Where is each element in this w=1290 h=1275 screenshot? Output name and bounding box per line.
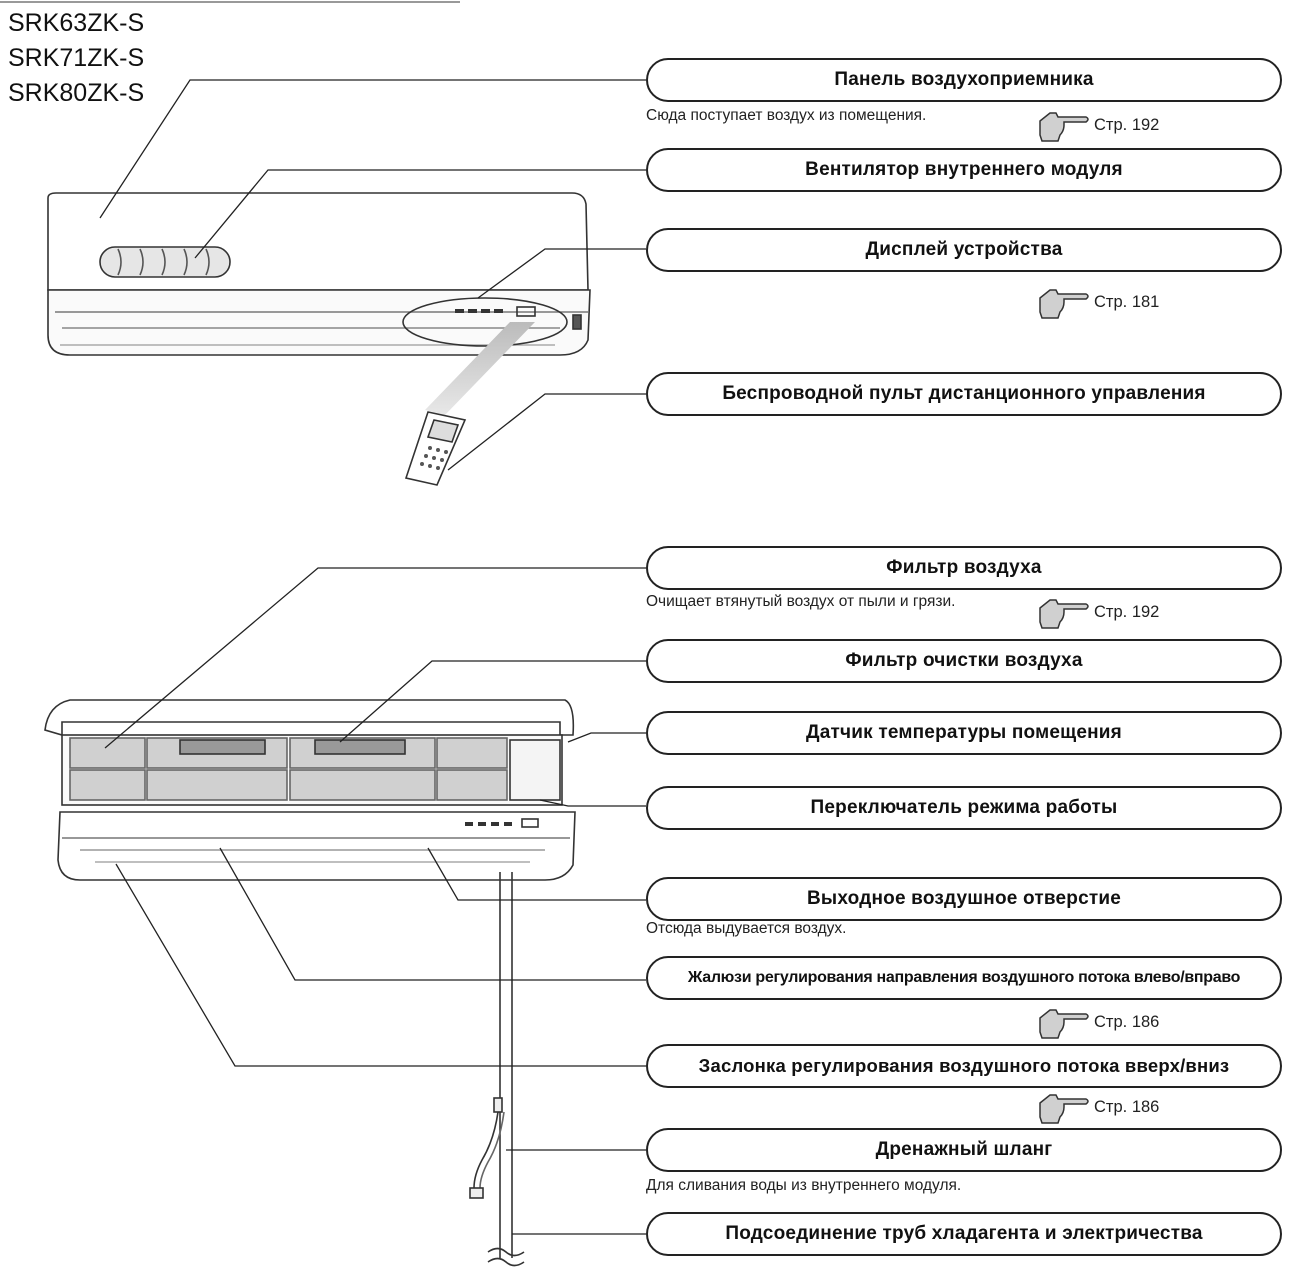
label-drain-hose: Дренажный шланг <box>646 1128 1282 1172</box>
model-name-3: SRK80ZK-S <box>8 79 145 107</box>
label-room-temp-sensor: Датчик температуры помещения <box>646 711 1282 755</box>
model-name-2: SRK71ZK-S <box>8 44 145 72</box>
label-indoor-fan: Вентилятор внутреннего модуля <box>646 148 1282 192</box>
label-mode-switch: Переключатель режима работы <box>646 786 1282 830</box>
label-wireless-remote: Беспроводной пульт дистанционного управл… <box>646 372 1282 416</box>
ref-air-filter: Стр. 192 <box>1038 594 1159 630</box>
desc-air-filter: Очищает втянутый воздух от пыли и грязи. <box>646 593 956 610</box>
ref-page-3: Стр. 192 <box>1094 602 1160 621</box>
remote-control <box>404 411 467 486</box>
indoor-unit-open <box>44 699 576 881</box>
label-air-cleaning-filter: Фильтр очистки воздуха <box>646 639 1282 683</box>
ref-page-2: Стр. 181 <box>1094 292 1160 311</box>
desc-drain-hose: Для сливания воды из внутреннего модуля. <box>646 1177 962 1194</box>
pointing-hand-icon <box>1039 1094 1089 1124</box>
ir-beam <box>425 322 535 415</box>
label-air-outlet: Выходное воздушное отверстие <box>646 877 1282 921</box>
ref-unit-display: Стр. 181 <box>1038 284 1159 320</box>
drain-hose <box>469 1097 505 1199</box>
desc-air-intake-panel: Сюда поступает воздух из помещения. <box>646 107 927 124</box>
air-filters <box>69 737 508 801</box>
label-left-right-louvers: Жалюзи регулирования направления воздушн… <box>646 956 1282 1000</box>
pointing-hand-icon <box>1039 1009 1089 1039</box>
model-name-1: SRK63ZK-S <box>8 9 145 37</box>
fan-grille <box>99 246 231 278</box>
pointing-hand-icon <box>1039 289 1089 319</box>
ref-up-down-flap: Стр. 186 <box>1038 1089 1159 1125</box>
ref-page-4: Стр. 186 <box>1094 1012 1160 1031</box>
desc-air-outlet: Отсюда выдувается воздух. <box>646 920 847 937</box>
label-air-filter: Фильтр воздуха <box>646 546 1282 590</box>
label-air-intake-panel: Панель воздухоприемника <box>646 58 1282 102</box>
ref-page-5: Стр. 186 <box>1094 1097 1160 1116</box>
pipes <box>487 872 525 1267</box>
label-unit-display: Дисплей устройства <box>646 228 1282 272</box>
leader-lines <box>99 79 646 1235</box>
label-pipe-connection: Подсоединение труб хладагента и электрич… <box>646 1212 1282 1256</box>
ref-page-1: Стр. 192 <box>1094 115 1160 134</box>
pointing-hand-icon <box>1039 599 1089 629</box>
pointing-hand-icon <box>1039 112 1089 142</box>
label-up-down-flap: Заслонка регулирования воздушного потока… <box>646 1044 1282 1088</box>
ref-left-right-louvers: Стр. 186 <box>1038 1004 1159 1040</box>
display-buttons <box>455 309 503 313</box>
ref-air-intake-panel: Стр. 192 <box>1038 107 1159 143</box>
